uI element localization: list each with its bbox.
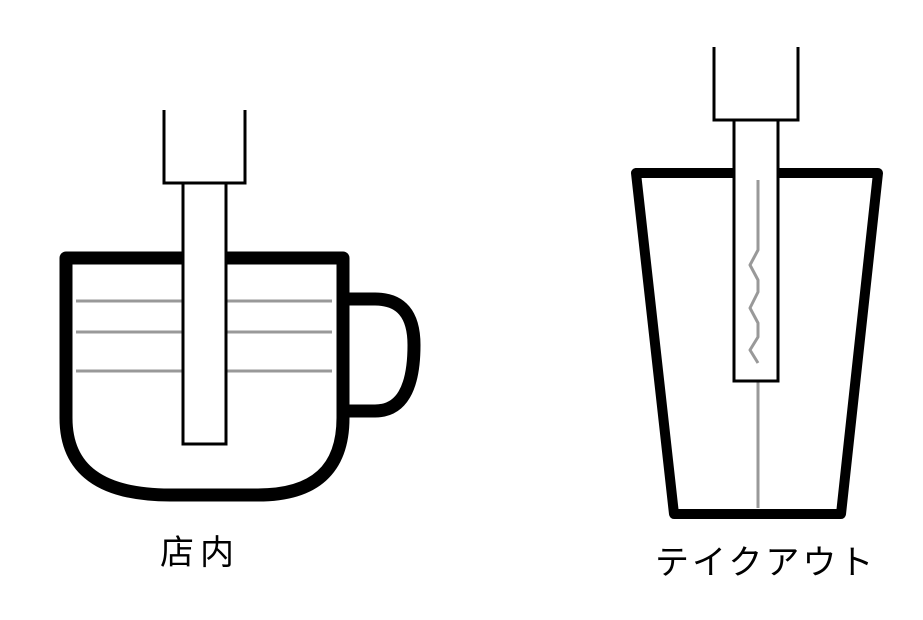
filter-holder	[162, 110, 247, 185]
filter-holder	[712, 47, 800, 122]
filter-zigzag	[748, 180, 760, 364]
in-store-label: 店内	[160, 533, 240, 573]
coffee-mug-icon	[59, 251, 421, 502]
drip-filter-icon	[712, 47, 800, 383]
mug-handle	[343, 292, 421, 418]
takeout-label: テイクアウト	[655, 543, 877, 583]
cup-body	[631, 168, 883, 519]
filter-tube	[181, 181, 228, 446]
mug-body	[59, 251, 350, 502]
drip-filter-icon	[162, 110, 247, 446]
